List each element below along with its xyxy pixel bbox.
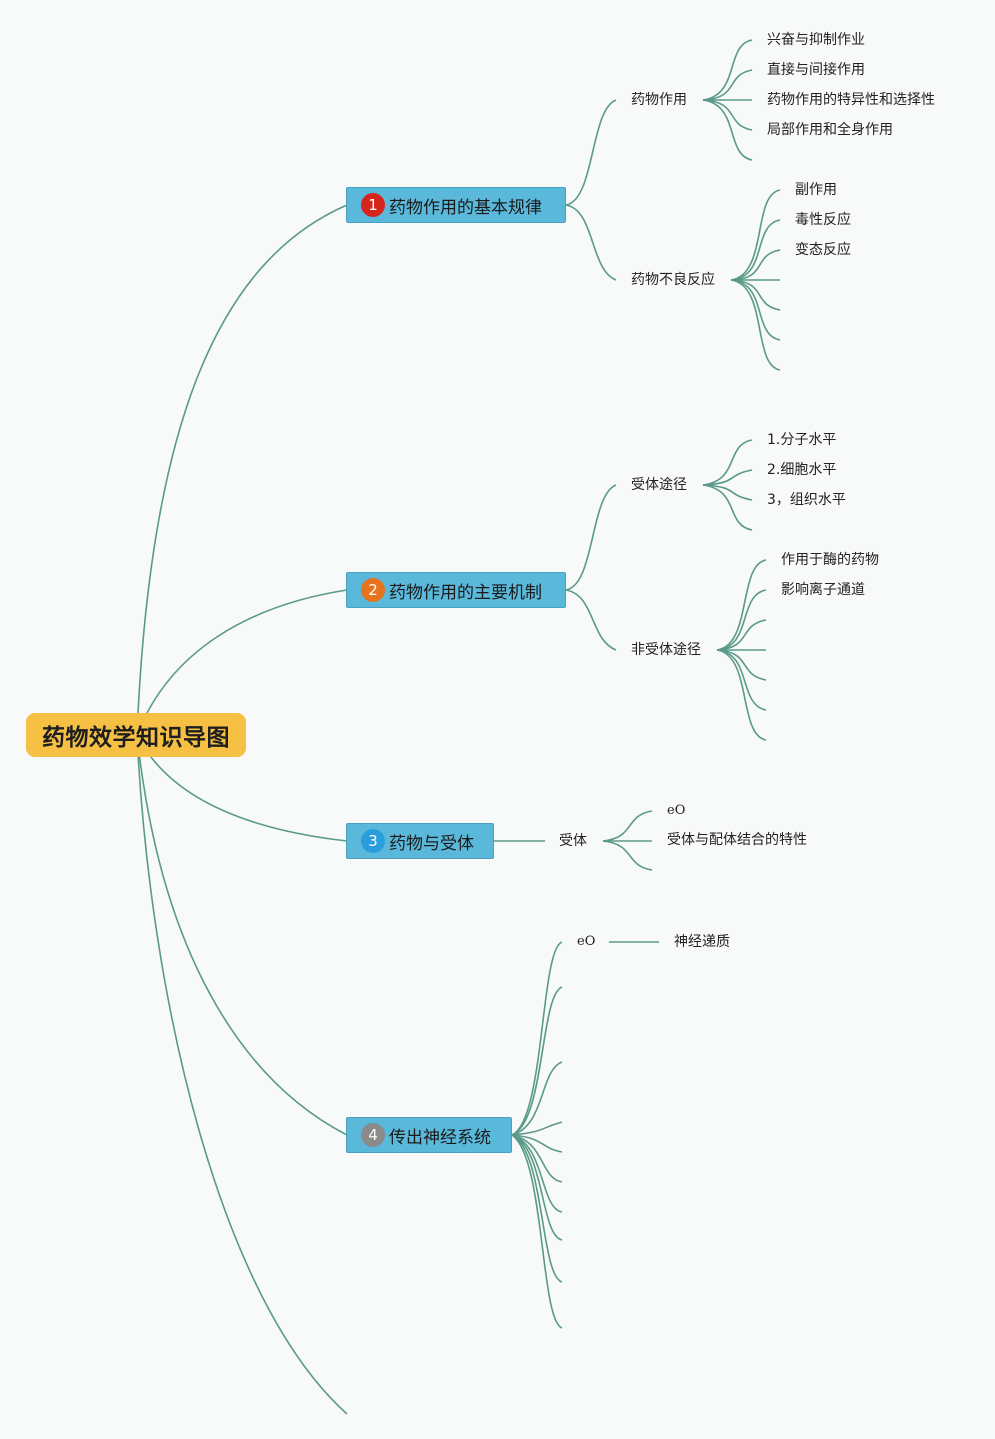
leaf-topic[interactable]: 兴奋与抑制作业: [767, 32, 865, 48]
number-badge-1: 1: [361, 193, 385, 217]
number-badge-2: 2: [361, 578, 385, 602]
leaf-topic[interactable]: 3，组织水平: [767, 492, 846, 508]
subtopic-eo[interactable]: eO: [577, 934, 596, 949]
subtopic-shouti[interactable]: 受体: [559, 833, 587, 849]
leaf-topic[interactable]: 副作用: [795, 182, 837, 198]
leaf-topic[interactable]: 局部作用和全身作用: [767, 122, 893, 138]
root-topic[interactable]: 药物效学知识导图: [26, 713, 246, 757]
edge-b1-yaowuzuoyong: [565, 99, 617, 206]
branch-1-topic[interactable]: 1 药物作用的基本规律: [346, 187, 566, 223]
edge-root-branch-4: [136, 734, 348, 1136]
leaf-topic[interactable]: 药物作用的特异性和选择性: [767, 92, 935, 108]
leaf-topic[interactable]: eO: [667, 803, 686, 818]
branch-3-label: 药物与受体: [389, 833, 474, 854]
leaf-topic[interactable]: 受体与配体结合的特性: [667, 832, 807, 848]
edge-root-branch-5: [136, 734, 348, 1415]
leaf-topic[interactable]: 变态反应: [795, 242, 851, 258]
leaf-topic[interactable]: 作用于酶的药物: [781, 552, 879, 568]
leaf-topic[interactable]: 毒性反应: [795, 212, 851, 228]
edge-b2-shouti: [565, 484, 617, 591]
leaf-topic[interactable]: 直接与间接作用: [767, 62, 865, 78]
edge-root-branch-1: [136, 204, 348, 736]
branch-2-label: 药物作用的主要机制: [389, 582, 542, 603]
branch-2-topic[interactable]: 2 药物作用的主要机制: [346, 572, 566, 608]
branch-4-label: 传出神经系统: [389, 1127, 491, 1148]
subtopic-shoutitujing[interactable]: 受体途径: [631, 477, 687, 493]
branch-4-topic[interactable]: 4 传出神经系统: [346, 1117, 512, 1153]
edge-root-branch-2: [136, 589, 348, 736]
number-badge-3: 3: [361, 829, 385, 853]
subtopic-feishoutitujing[interactable]: 非受体途径: [631, 642, 701, 658]
branch-1-label: 药物作用的基本规律: [389, 197, 542, 218]
subtopic-yaowuzuoyong[interactable]: 药物作用: [631, 92, 687, 108]
edge-root-branch-3: [136, 734, 348, 842]
subtopic-buliangfanying[interactable]: 药物不良反应: [631, 272, 715, 288]
number-badge-4: 4: [361, 1123, 385, 1147]
leaf-topic[interactable]: 神经递质: [674, 934, 730, 950]
branch-3-topic[interactable]: 3 药物与受体: [346, 823, 494, 859]
leaf-topic[interactable]: 2.细胞水平: [767, 462, 837, 478]
edge-b2-feishouti: [565, 589, 617, 651]
leaf-topic[interactable]: 影响离子通道: [781, 582, 865, 598]
leaf-topic[interactable]: 1.分子水平: [767, 432, 837, 448]
edge-b1-buliangfanying: [565, 204, 617, 281]
